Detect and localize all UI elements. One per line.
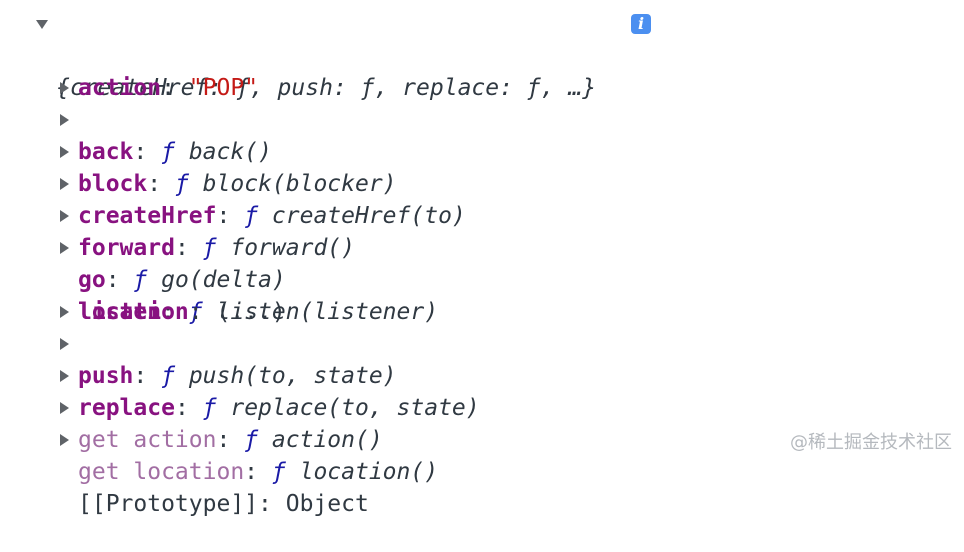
property-row-replace[interactable]: replace: ƒ replace(to, state) bbox=[0, 328, 480, 421]
console-object-tree: {createHref: ƒ, push: ƒ, replace: ƒ, …} … bbox=[0, 8, 952, 517]
getter-key: get location bbox=[78, 459, 245, 485]
lazy-value-invoke[interactable]: (...) bbox=[216, 299, 286, 325]
property-row-prototype[interactable]: [[Prototype]]: Object bbox=[0, 424, 369, 517]
function-signature: go(delta) bbox=[161, 267, 286, 293]
function-symbol-icon: ƒ bbox=[161, 139, 175, 165]
function-signature: forward() bbox=[230, 235, 355, 261]
function-signature: block(blocker) bbox=[202, 171, 397, 197]
object-summary-row[interactable]: {createHref: ƒ, push: ƒ, replace: ƒ, …} … bbox=[0, 8, 651, 101]
property-row-get-location[interactable]: get location: ƒ location() bbox=[0, 392, 438, 485]
property-row-location[interactable]: location: (...) bbox=[78, 299, 286, 325]
property-row-go[interactable]: go: ƒ go(delta) bbox=[0, 200, 286, 293]
property-row-createHref[interactable]: createHref: ƒ createHref(to) bbox=[0, 136, 466, 229]
property-row-push[interactable]: push: ƒ push(to, state) bbox=[0, 296, 397, 389]
expand-arrow-right-icon[interactable] bbox=[60, 402, 69, 414]
property-row-back[interactable]: back: ƒ back() bbox=[0, 72, 272, 165]
function-symbol-icon: ƒ bbox=[188, 299, 203, 325]
expand-arrow-right-icon[interactable] bbox=[60, 82, 69, 94]
object-summary: {createHref: ƒ, push: ƒ, replace: ƒ, …} bbox=[56, 75, 597, 101]
function-signature: createHref(to) bbox=[271, 203, 466, 229]
expand-arrow-down-icon[interactable] bbox=[36, 20, 48, 29]
function-symbol-icon: ƒ bbox=[271, 459, 286, 485]
expand-arrow-right-icon[interactable] bbox=[60, 146, 69, 158]
function-symbol-icon: ƒ bbox=[202, 235, 217, 261]
expand-arrow-right-icon[interactable] bbox=[60, 338, 69, 350]
property-row-get-action[interactable]: get action: ƒ action() bbox=[0, 360, 383, 453]
function-symbol-icon: ƒ bbox=[133, 267, 148, 293]
property-row-block[interactable]: block: ƒ block(blocker) bbox=[0, 104, 397, 197]
function-signature: push(to, state) bbox=[188, 363, 397, 389]
property-key: listen bbox=[78, 299, 162, 325]
expand-arrow-right-icon[interactable] bbox=[60, 306, 69, 318]
expand-arrow-right-icon[interactable] bbox=[60, 434, 69, 446]
expand-arrow-right-icon[interactable] bbox=[60, 370, 69, 382]
function-symbol-icon: ƒ bbox=[174, 171, 189, 197]
info-icon[interactable]: i bbox=[631, 14, 651, 34]
property-row-action: action: "POP" bbox=[78, 75, 259, 101]
property-key: push bbox=[78, 363, 134, 389]
function-signature: listen(listener) bbox=[216, 299, 439, 325]
property-key: go bbox=[78, 267, 106, 293]
property-key: forward bbox=[78, 235, 175, 261]
function-symbol-icon: ƒ bbox=[244, 203, 259, 229]
prototype-value: Object bbox=[285, 491, 369, 517]
expand-arrow-right-icon[interactable] bbox=[60, 210, 69, 222]
function-symbol-icon: ƒ bbox=[161, 363, 175, 389]
function-signature: location() bbox=[299, 459, 439, 485]
property-value-string: "POP" bbox=[188, 75, 259, 101]
function-symbol-icon: ƒ bbox=[244, 427, 259, 453]
function-signature: action() bbox=[271, 427, 383, 453]
function-signature: replace(to, state) bbox=[230, 395, 480, 421]
internal-key: [[Prototype]] bbox=[78, 491, 259, 517]
expand-arrow-right-icon[interactable] bbox=[60, 242, 69, 254]
function-signature: back() bbox=[188, 139, 272, 165]
property-key: createHref bbox=[78, 203, 217, 229]
property-key: back bbox=[78, 139, 134, 165]
expand-arrow-right-icon[interactable] bbox=[60, 114, 69, 126]
expand-arrow-right-icon[interactable] bbox=[60, 178, 69, 190]
watermark: @稀土掘金技术社区 bbox=[790, 432, 952, 453]
property-key: block bbox=[78, 171, 148, 197]
property-key: location bbox=[78, 299, 189, 325]
getter-key: get action bbox=[78, 427, 217, 453]
property-row-forward[interactable]: forward: ƒ forward() bbox=[0, 168, 355, 261]
property-key: replace bbox=[78, 395, 175, 421]
function-symbol-icon: ƒ bbox=[202, 395, 217, 421]
property-key: action bbox=[78, 75, 162, 101]
property-row-listen[interactable]: listen: ƒ listen(listener) bbox=[0, 232, 438, 325]
